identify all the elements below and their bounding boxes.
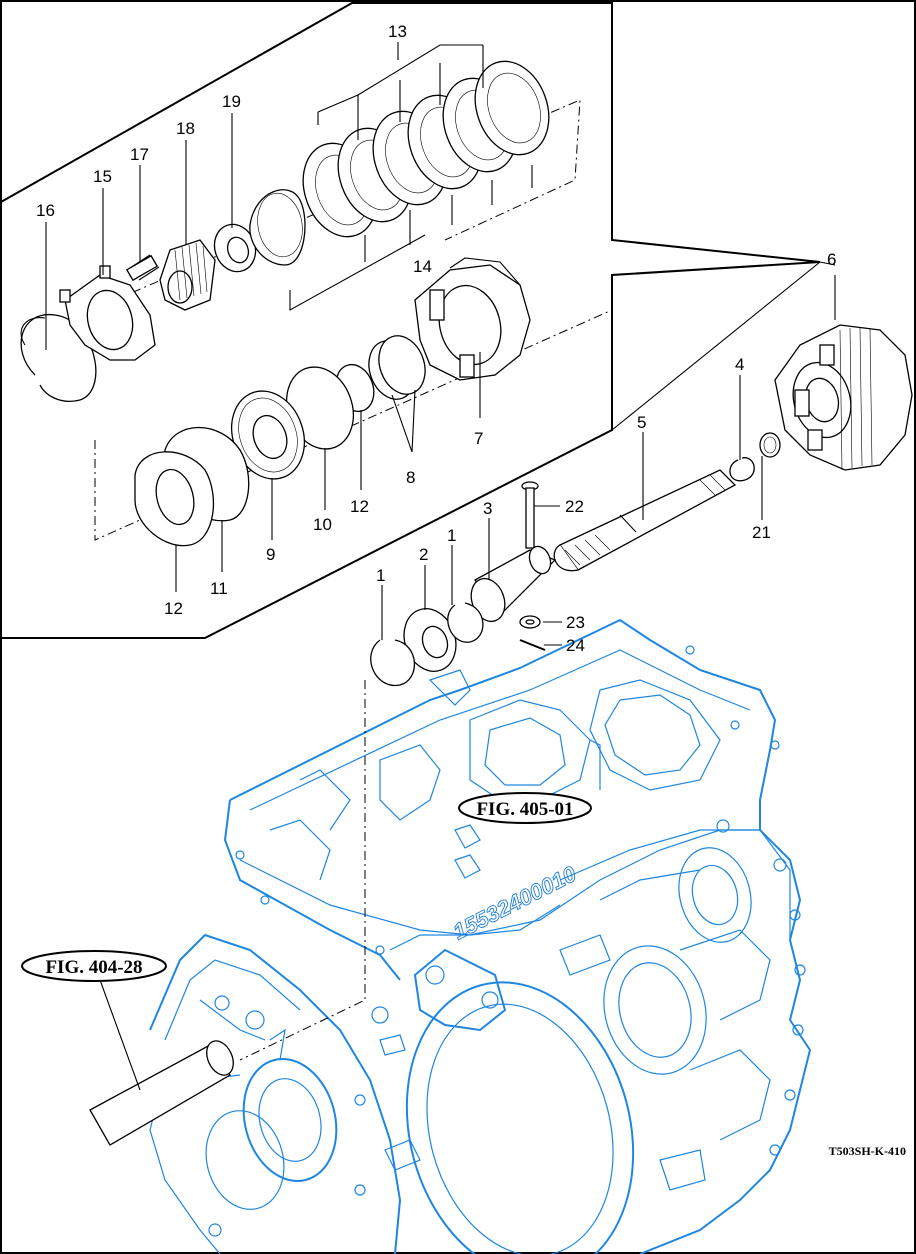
callout-3: 3	[483, 499, 492, 518]
leader-lines	[45, 42, 836, 1091]
callout-8: 8	[406, 468, 415, 487]
part-20-bearing	[213, 223, 257, 273]
part-9-piston	[231, 390, 305, 480]
callout-9: 9	[266, 545, 275, 564]
callout-13: 12	[350, 497, 369, 516]
callout-5: 5	[637, 413, 646, 432]
drawing-code: T503SH-K-410	[829, 1144, 906, 1158]
part-24-cotter-pin	[519, 639, 546, 651]
fig-ref-405-01-label: FIG. 405-01	[476, 799, 573, 820]
part-3-sleeve	[470, 545, 557, 623]
callout-7: 7	[474, 429, 483, 448]
part-5-shaft	[553, 469, 737, 572]
callout-19: 18	[176, 119, 195, 138]
part-14-clutch-discs	[302, 60, 550, 238]
callout-1-right: 1	[447, 526, 456, 545]
callout-1-left: 1	[376, 566, 385, 585]
callout-20: 19	[222, 92, 241, 111]
fig-ref-404-28-label: FIG. 404-28	[45, 957, 142, 978]
callout-12: 12	[164, 599, 183, 618]
leader-15	[289, 165, 533, 311]
fig-ref-404-28[interactable]: FIG. 404-28	[21, 950, 167, 982]
callout-6: 6	[827, 250, 836, 269]
part-22-pin	[521, 481, 539, 549]
callout-22: 22	[565, 497, 584, 516]
callout-2: 2	[419, 545, 428, 564]
callout-10: 10	[313, 515, 332, 534]
shaft-fig-404-28	[89, 1040, 234, 1146]
callout-11: 11	[210, 579, 228, 598]
transmission-housing	[149, 618, 812, 1254]
part-18-spring	[125, 254, 160, 282]
callout-23: 23	[566, 613, 585, 632]
fig-ref-405-01[interactable]: FIG. 405-01	[458, 792, 592, 824]
part-8-seal-rings	[368, 335, 426, 400]
callout-15: 14	[413, 257, 432, 276]
part-6-clutch-assembly	[774, 324, 913, 471]
case-cast-number: 15532400010	[449, 861, 581, 945]
callout-16: 15	[93, 167, 112, 186]
callout-18: 17	[130, 145, 149, 164]
part-23-washer	[519, 615, 541, 629]
part-1-snap-ring-b	[447, 602, 484, 643]
part-19-gear-hub	[159, 239, 216, 311]
leader-14	[317, 44, 484, 140]
centerline-lower	[94, 309, 613, 541]
callout-24: 24	[566, 636, 585, 655]
callout-21: 21	[752, 523, 771, 542]
part-16-plate	[59, 265, 156, 361]
callout-4: 4	[735, 355, 744, 374]
callout-labels: 16 15 17 18 19 13 14 6 4 5 7 8 12 10 9 1…	[36, 22, 836, 655]
part-7-clutch-drum	[414, 257, 531, 381]
part-1-snap-ring-a	[370, 639, 416, 687]
centerline-fig-404	[239, 680, 366, 1061]
part-21-needle-bearing	[759, 432, 781, 458]
callout-14: 13	[388, 22, 407, 41]
centerline-upper	[44, 99, 581, 331]
callout-17: 16	[36, 201, 55, 220]
part-4-snap-ring	[729, 457, 755, 482]
part-12-backing-plate	[134, 451, 215, 547]
part-15-end-plate	[249, 189, 306, 266]
